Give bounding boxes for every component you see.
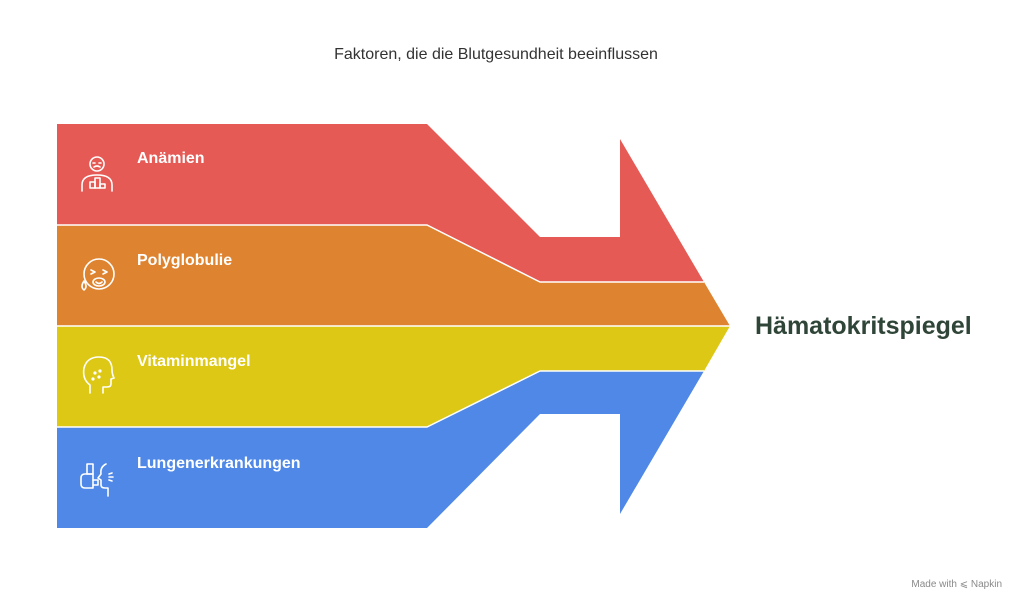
band-lungenerkrankungen [57, 371, 704, 528]
band-label-lungenerkrankungen: Lungenerkrankungen [137, 455, 301, 472]
pale-face-icon [82, 356, 115, 394]
band-label-polyglobulie: Polyglobulie [137, 252, 233, 269]
band-label-vitaminmangel: Vitaminmangel [137, 353, 251, 370]
band-separator [57, 370, 704, 428]
napkin-watermark[interactable]: Made with ⩽ Napkin [911, 579, 1002, 590]
person-fatigue-icon [81, 156, 113, 192]
band-label-anaemien: Anämien [137, 150, 205, 167]
diagram-title: Faktoren, die die Blutgesundheit beeinfl… [334, 46, 658, 63]
band-polyglobulie [57, 225, 730, 326]
target-label: Hämatokritspiegel [755, 312, 972, 340]
dizzy-face-icon [81, 258, 115, 291]
band-separator [57, 224, 704, 283]
band-anaemien [57, 124, 704, 282]
inhaler-icon [80, 463, 114, 497]
band-vitaminmangel [57, 326, 730, 427]
